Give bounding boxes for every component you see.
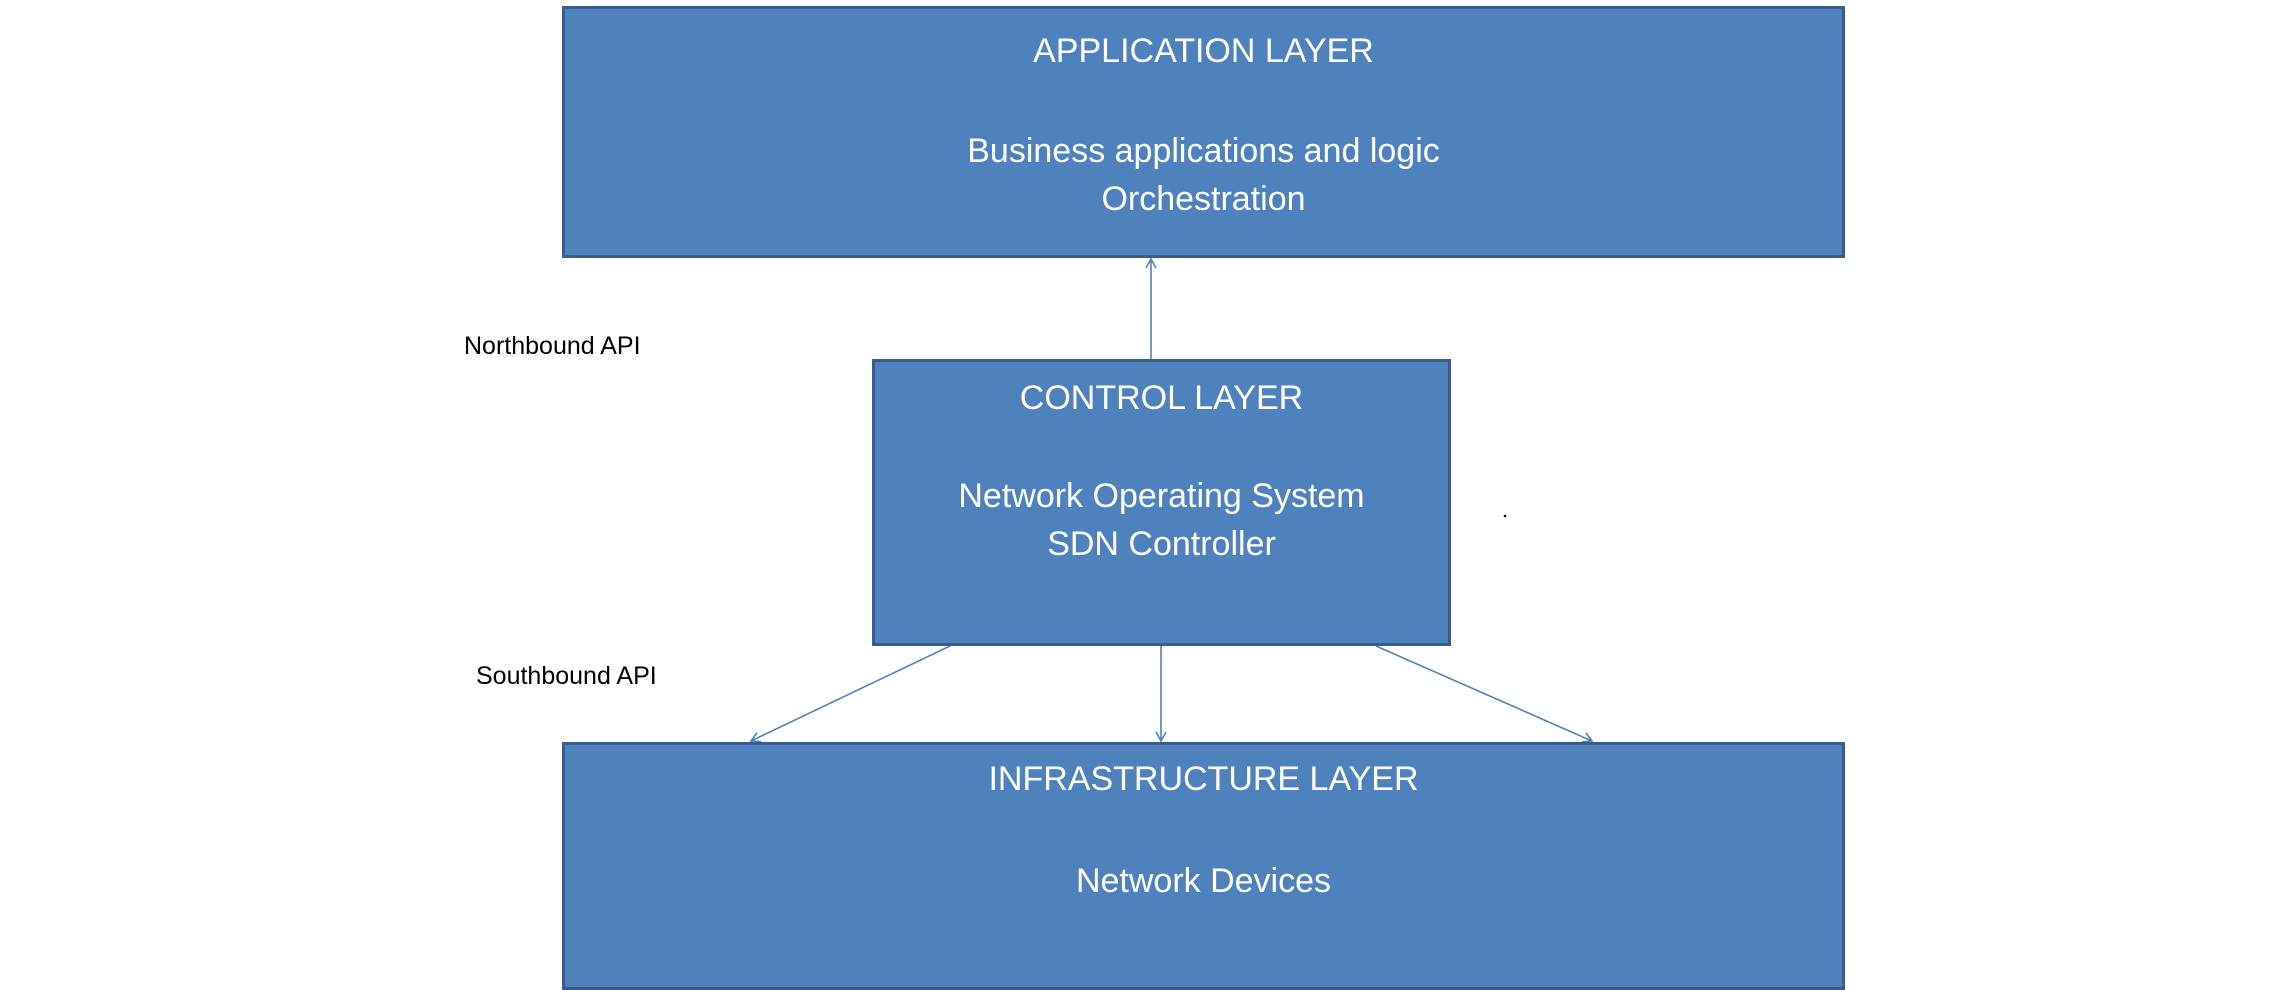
application-layer-box: APPLICATION LAYER Business applications … bbox=[562, 6, 1845, 258]
infrastructure-layer-title: INFRASTRUCTURE LAYER bbox=[988, 760, 1419, 798]
infrastructure-layer-line-1: Network Devices bbox=[1075, 862, 1332, 900]
application-layer-line-2: Orchestration bbox=[1101, 180, 1306, 218]
control-layer-title: CONTROL LAYER bbox=[1019, 379, 1304, 417]
application-layer-title: APPLICATION LAYER bbox=[1033, 32, 1374, 70]
northbound-api-label: Northbound API bbox=[464, 332, 641, 360]
control-layer-box: CONTROL LAYER Network Operating System S… bbox=[872, 359, 1451, 646]
stray-dot bbox=[1503, 514, 1507, 518]
application-layer-line-1: Business applications and logic bbox=[967, 132, 1440, 170]
southbound-arrow-right bbox=[1375, 645, 1594, 743]
control-layer-line-1: Network Operating System bbox=[958, 477, 1365, 515]
southbound-arrow-left bbox=[749, 645, 951, 743]
southbound-api-label: Southbound API bbox=[476, 662, 657, 690]
control-layer-line-2: SDN Controller bbox=[1047, 525, 1276, 563]
infrastructure-layer-box: INFRASTRUCTURE LAYER Network Devices bbox=[562, 742, 1845, 990]
